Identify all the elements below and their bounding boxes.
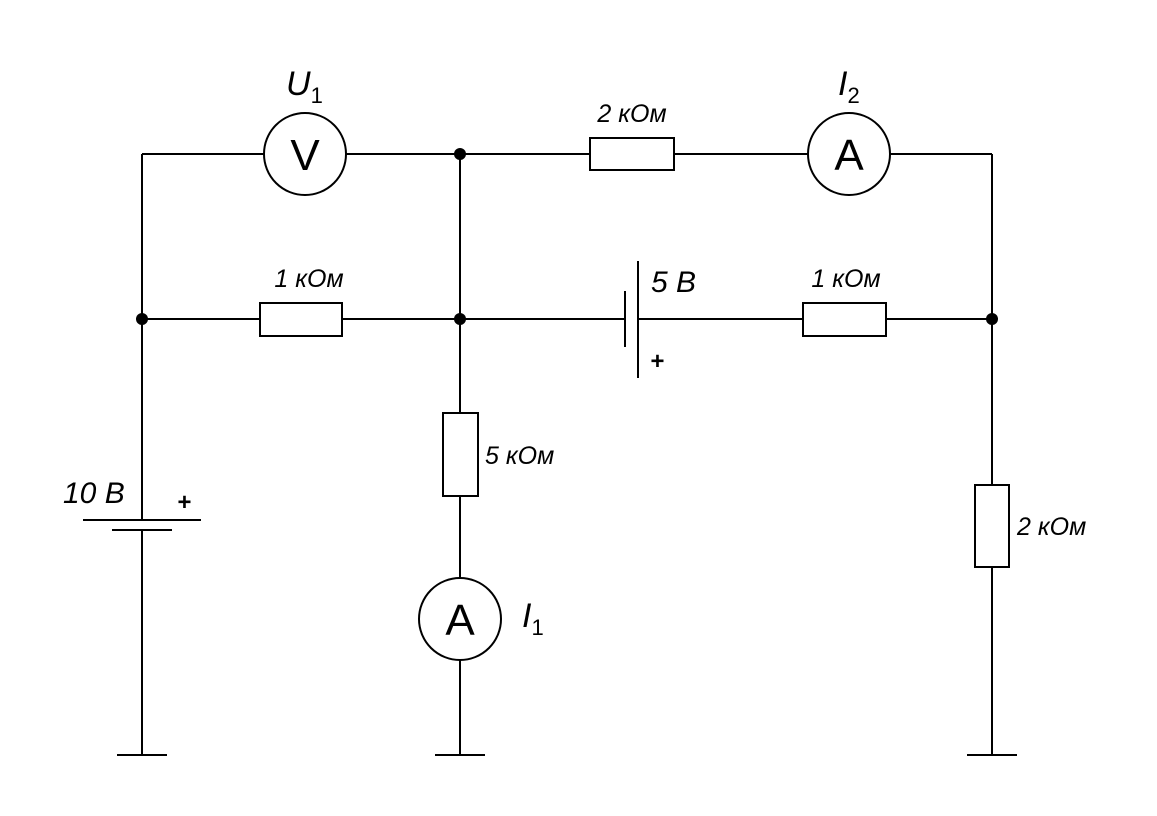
junction-node	[454, 313, 466, 325]
voltmeter-u1-symbol: V	[290, 131, 320, 180]
source-mid-polarity: +	[650, 348, 664, 375]
junction-node	[454, 148, 466, 160]
junction-node	[986, 313, 998, 325]
voltmeter-u1-sub: 1	[311, 83, 323, 108]
ammeter-i2-symbol: A	[834, 131, 864, 180]
ammeter-i1-symbol: A	[445, 596, 475, 645]
resistor-top	[589, 137, 675, 171]
source-left-label: 10 В	[63, 477, 125, 510]
ammeter-i2-label: I2	[838, 65, 860, 108]
resistor-vertical-center	[442, 412, 479, 497]
ammeter-i1-sub: 1	[531, 615, 543, 640]
voltmeter-u1-label: U1	[286, 65, 323, 108]
voltmeter-u1-name: U	[286, 65, 311, 103]
resistor-vertical-right-label: 2 кОм	[1016, 513, 1086, 541]
resistor-mid-left-label: 1 кОм	[274, 265, 343, 293]
junction-node	[136, 313, 148, 325]
voltmeter-u1	[263, 112, 347, 196]
ammeter-i2-name: I	[838, 65, 848, 103]
resistor-vertical-right	[974, 484, 1010, 568]
ammeter-i1	[418, 577, 502, 661]
source-mid-label: 5 В	[651, 266, 696, 299]
resistor-mid-left	[259, 302, 343, 337]
ammeter-i1-name: I	[522, 597, 532, 635]
resistor-mid-right-label: 1 кОм	[811, 265, 880, 293]
ammeter-i2-sub: 2	[847, 83, 859, 108]
resistor-vertical-center-label: 5 кОм	[485, 442, 554, 470]
ammeter-i1-label: I1	[522, 597, 544, 640]
source-left-polarity: +	[177, 489, 191, 516]
resistor-mid-right	[802, 302, 887, 337]
resistor-top-label: 2 кОм	[596, 100, 666, 128]
ammeter-i2	[807, 112, 891, 196]
wires	[141, 153, 993, 755]
